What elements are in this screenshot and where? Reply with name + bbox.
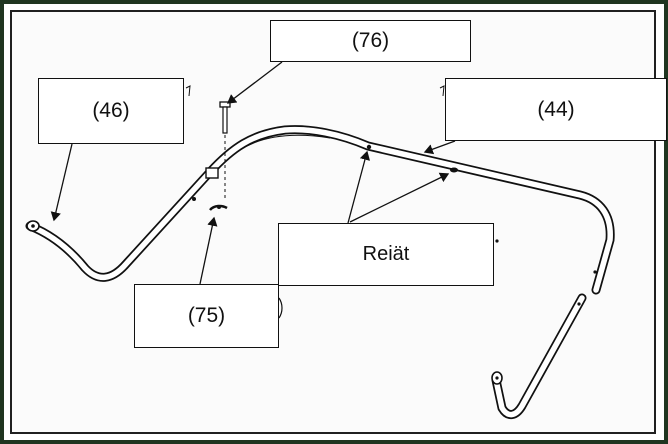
lower-right-tube xyxy=(491,270,597,419)
label-part-76-text: (76) xyxy=(351,29,390,52)
label-part-44-text: (44) xyxy=(537,97,575,121)
label-part-76: (76) xyxy=(270,20,471,62)
label-part-75: (75) xyxy=(134,284,279,348)
label-part-75-text: (75) xyxy=(187,304,226,327)
main-handle-tube xyxy=(25,125,615,295)
label-hole: Reiät xyxy=(278,223,494,286)
label-part-46: (46) xyxy=(38,78,184,144)
leader-lines xyxy=(50,61,456,285)
scan-specks xyxy=(185,85,499,319)
left-end-cap xyxy=(26,220,40,232)
nut-75-drawing xyxy=(209,204,228,211)
label-hole-text: Reiät xyxy=(362,243,410,265)
bolt-76-drawing xyxy=(219,101,231,200)
tube-holes xyxy=(192,144,458,201)
label-part-46-text: (46) xyxy=(92,99,130,122)
label-part-44: (44) xyxy=(445,78,667,141)
